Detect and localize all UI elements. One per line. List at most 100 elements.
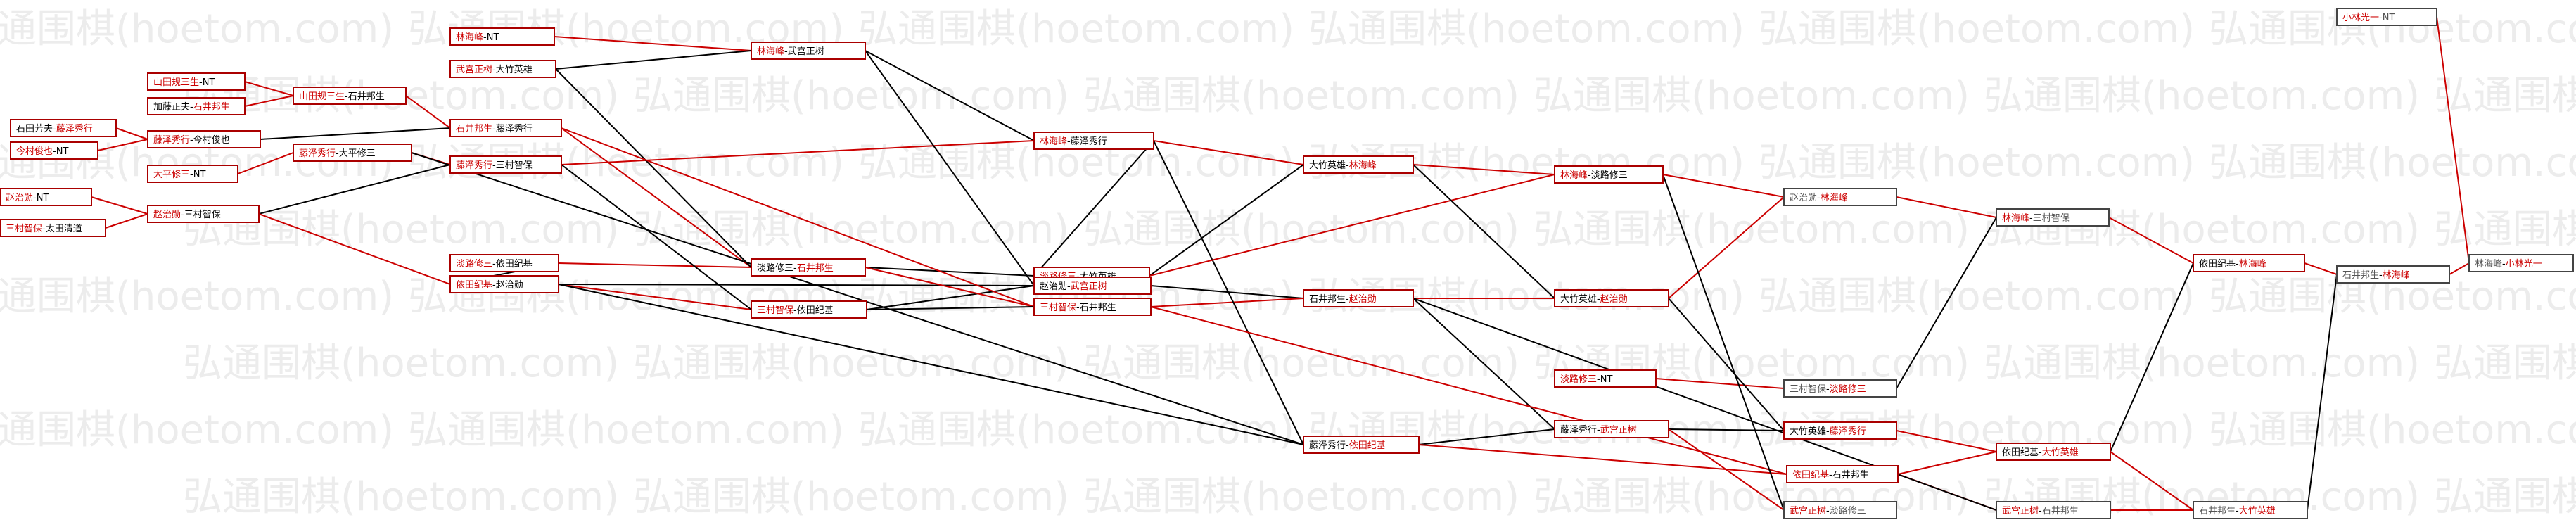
separator: -: [793, 305, 797, 316]
player-left: 依田纪基: [1792, 470, 1829, 481]
watermark-text: 弘通围棋(hoetom.com): [1984, 341, 2420, 386]
bracket-edge: [1149, 164, 1304, 277]
player-left: 武宫正树: [1790, 506, 1826, 516]
separator: -: [1597, 425, 1600, 436]
player-left: 小林光一: [2342, 13, 2379, 23]
player-left: 赵治勋: [153, 210, 181, 220]
player-right: NT: [487, 32, 499, 43]
match-node-box: [293, 144, 412, 162]
separator: -: [1076, 303, 1080, 313]
match-node-box: [2193, 501, 2308, 519]
bracket-edge: [1150, 285, 1304, 299]
bracket-edge: [558, 284, 752, 310]
watermark-text: 弘通围棋(hoetom.com): [1083, 341, 1519, 386]
match-node: 三村智保-依田纪基: [751, 300, 867, 319]
match-node-box: [449, 254, 559, 272]
match-node-label: 藤泽秀行-武宫正树: [1560, 425, 1637, 436]
match-node: 林海峰-武宫正树: [751, 42, 866, 60]
player-right: 依田纪基: [496, 259, 533, 269]
match-node-box: [147, 72, 246, 91]
match-node: 藤泽秀行-今村俊也: [147, 130, 261, 148]
player-right: 赵治勋: [1349, 294, 1377, 305]
separator: -: [190, 135, 193, 146]
player-left: 武宫正树: [2002, 506, 2039, 516]
separator: -: [1346, 440, 1349, 451]
watermark-text: 弘通围棋(hoetom.com): [2209, 140, 2576, 186]
match-node-box: [0, 188, 92, 206]
match-node: 大平修三-NT: [147, 165, 238, 183]
player-right: NT: [37, 193, 49, 203]
watermark-text: 弘通围棋(hoetom.com): [858, 6, 1294, 52]
player-right: 藤泽秀行: [496, 124, 533, 134]
match-node-label: 林海峰-武宫正树: [757, 46, 824, 57]
match-node-label: 三村智保-石井邦生: [1040, 303, 1116, 313]
player-left: 三村智保: [757, 305, 793, 316]
bracket-edge: [865, 50, 1035, 141]
match-node-label: 石井邦生-大竹英雄: [2199, 506, 2276, 516]
match-node-box: [1783, 501, 1897, 519]
bracket-edge: [865, 267, 1035, 277]
player-right: 大竹英雄: [2239, 506, 2276, 516]
separator: -: [2236, 506, 2239, 516]
match-node-box: [449, 119, 562, 137]
player-right: NT: [2383, 13, 2395, 23]
match-node-box: [147, 97, 246, 115]
separator: -: [793, 263, 797, 274]
player-left: 今村俊也: [16, 146, 53, 157]
match-node: 大竹英雄-赵治勋: [1554, 289, 1669, 307]
match-node-box: [2468, 254, 2574, 272]
match-node-box: [10, 119, 117, 137]
match-node: 淡路修三-石井邦生: [751, 258, 866, 277]
match-node: 大竹英雄-藤泽秀行: [1783, 421, 1897, 440]
player-right: NT: [193, 170, 206, 180]
player-left: 三村智保: [1790, 384, 1826, 395]
match-node: 武宫正树-淡路修三: [1783, 501, 1897, 519]
match-node-box: [2336, 8, 2437, 26]
bracket-edge: [2449, 262, 2470, 275]
separator: -: [1597, 294, 1600, 305]
player-right: 淡路修三: [1591, 170, 1628, 181]
match-node-box: [2336, 265, 2450, 284]
player-left: 林海峰: [757, 46, 784, 57]
watermark-text: 弘通围棋(hoetom.com): [0, 274, 394, 319]
player-right: 林海峰: [1821, 193, 1848, 203]
match-node-box: [1996, 501, 2111, 519]
player-right: NT: [56, 146, 69, 157]
match-node-box: [1786, 465, 1899, 483]
match-node-label: 武宫正树-淡路修三: [1790, 505, 1866, 516]
match-node-box: [1303, 289, 1414, 307]
bracket-edge: [1896, 430, 1997, 452]
player-right: 藤泽秀行: [56, 124, 93, 134]
match-node-box: [147, 165, 238, 183]
player-left: 藤泽秀行: [456, 160, 492, 171]
match-node: 依田纪基-赵治勋: [449, 275, 559, 293]
separator: -: [2502, 259, 2506, 269]
match-node-box: [2193, 254, 2305, 272]
player-right: 林海峰: [1349, 160, 1377, 171]
match-node-label: 山田规三生-石井邦生: [299, 91, 385, 102]
separator: -: [784, 46, 788, 57]
match-node: 赵治勋-NT: [0, 188, 92, 206]
watermark-text: 弘通围棋(hoetom.com): [408, 407, 844, 453]
bracket-edge: [865, 50, 1035, 286]
match-node-label: 大竹英雄-赵治勋: [1560, 294, 1628, 305]
player-left: 林海峰: [456, 32, 483, 43]
bracket-edge: [1662, 174, 1785, 198]
player-right: 赵治勋: [1600, 294, 1628, 305]
player-right: NT: [1600, 374, 1613, 385]
separator: -: [2236, 259, 2239, 269]
match-node-box: [1033, 132, 1154, 150]
watermark-text: 弘通围棋(hoetom.com): [183, 474, 619, 520]
separator: -: [1067, 136, 1071, 147]
bracket-edge: [1668, 428, 1785, 511]
bracket-edge: [2110, 262, 2194, 452]
player-left: 加藤正夫: [153, 102, 190, 113]
player-left: 淡路修三: [456, 258, 492, 269]
match-node: 林海峰-藤泽秀行: [1033, 132, 1154, 150]
separator: -: [2039, 447, 2042, 458]
separator: -: [1826, 426, 1830, 437]
player-left: 淡路修三: [1560, 374, 1597, 385]
separator: -: [190, 170, 193, 180]
separator: -: [33, 193, 37, 203]
